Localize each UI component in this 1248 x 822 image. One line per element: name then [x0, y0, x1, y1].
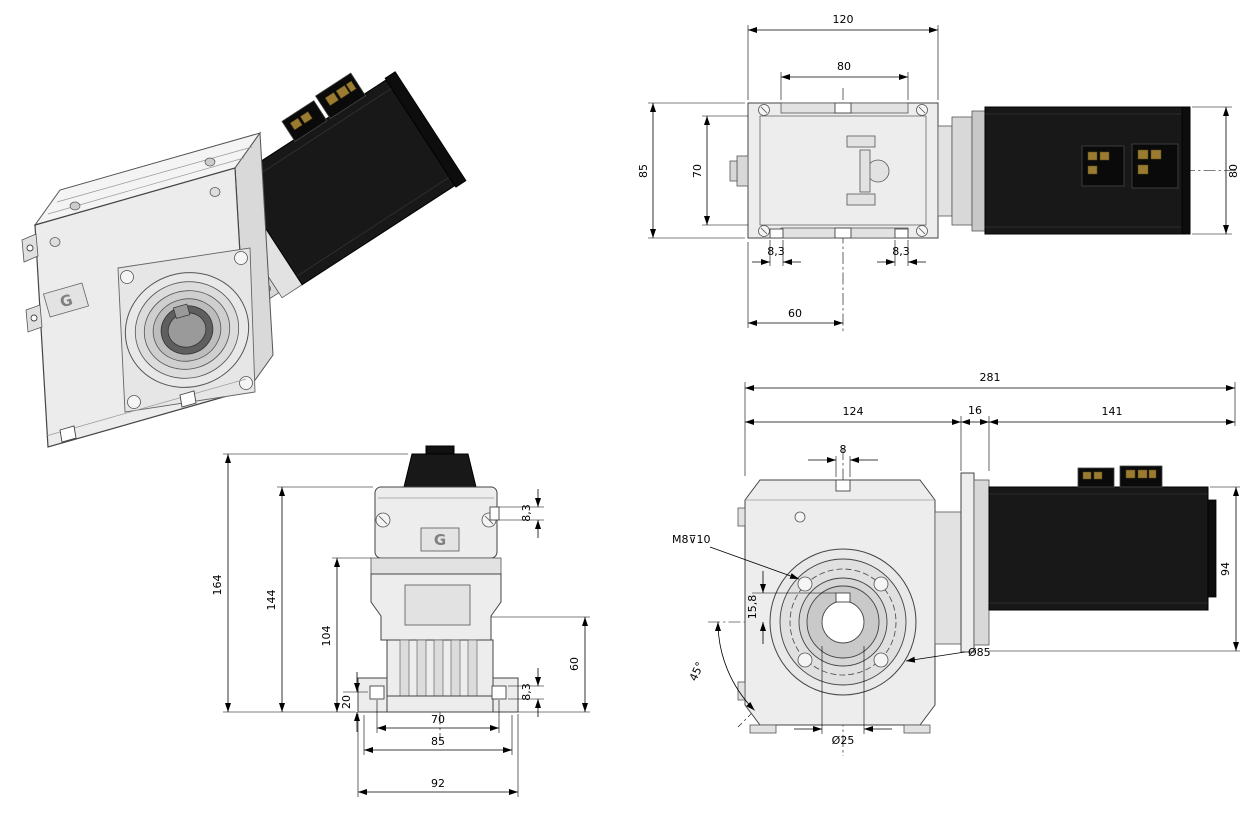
dim-overall-depth: 85: [637, 164, 650, 178]
dim-foot-slot: 8,3: [520, 683, 533, 701]
front-view: G 164 144 1: [211, 445, 590, 797]
isometric-view: G: [21, 71, 467, 448]
iso-gearbox: G: [21, 131, 274, 448]
dim-adapter-length: 16: [968, 404, 982, 417]
top-dimensions: 120 80 85 70 8,3 8,3 60 80: [637, 13, 1240, 328]
iso-connector-icon: [281, 72, 367, 143]
side-motor: [960, 465, 1217, 653]
top-connector-icon: [1081, 143, 1179, 189]
top-view: 120 80 85 70 8,3 8,3 60 80: [637, 13, 1240, 332]
dim-foot-height: 20: [340, 695, 353, 709]
front-motor: [403, 445, 477, 488]
front-gearbox: G: [357, 486, 519, 713]
dim-mount-width: 85: [431, 735, 445, 748]
dim-key-height: 15,8: [746, 595, 759, 620]
dim-ear-slot: 8,3: [520, 504, 533, 522]
side-view: 281 124 16 141 8 94 15,8 45° M8⊽10: [672, 371, 1240, 756]
dim-gearbox-length: 124: [843, 405, 864, 418]
dim-center-offset: 60: [788, 307, 802, 320]
dim-motor-height: 94: [1219, 562, 1232, 576]
dim-overall-width: 92: [431, 777, 445, 790]
dim-overall-length: 281: [980, 371, 1001, 384]
dim-inner-depth: 70: [691, 164, 704, 178]
brand-mark: G: [420, 527, 460, 552]
dim-slot-left: 8,3: [767, 245, 785, 258]
iso-output-flange: [117, 247, 256, 413]
dim-upper-height: 104: [320, 626, 333, 647]
callout-flange-dia: Ø85: [968, 646, 991, 659]
top-motor: [937, 106, 1191, 235]
dim-slot-spacing: 70: [431, 713, 445, 726]
brand-logo-text: G: [434, 531, 446, 549]
dim-body-height: 144: [265, 590, 278, 611]
dim-bolt-angle: 45°: [687, 660, 707, 683]
dim-motor-length: 141: [1102, 405, 1123, 418]
dim-bore-dia: Ø25: [832, 734, 855, 747]
dim-overall-height: 164: [211, 575, 224, 596]
dim-tab-width: 80: [837, 60, 851, 73]
side-gearbox: [737, 479, 962, 734]
brand-mark: G: [42, 282, 90, 318]
brand-logo-text: G: [58, 291, 75, 312]
callout-tapped-hole: M8⊽10: [672, 533, 711, 546]
top-gearbox: [729, 102, 939, 239]
side-output-flange: [769, 548, 917, 696]
front-dimensions: 164 144 104 20 8,3 8,3 60 70: [211, 453, 590, 797]
dim-overall-width: 120: [833, 13, 854, 26]
dim-top-slot: 8: [840, 443, 847, 456]
dim-lower-height: 60: [568, 657, 581, 671]
dim-slot-right: 8,3: [892, 245, 910, 258]
dim-motor-width: 80: [1227, 164, 1240, 178]
side-connector-icon: [1077, 465, 1163, 488]
